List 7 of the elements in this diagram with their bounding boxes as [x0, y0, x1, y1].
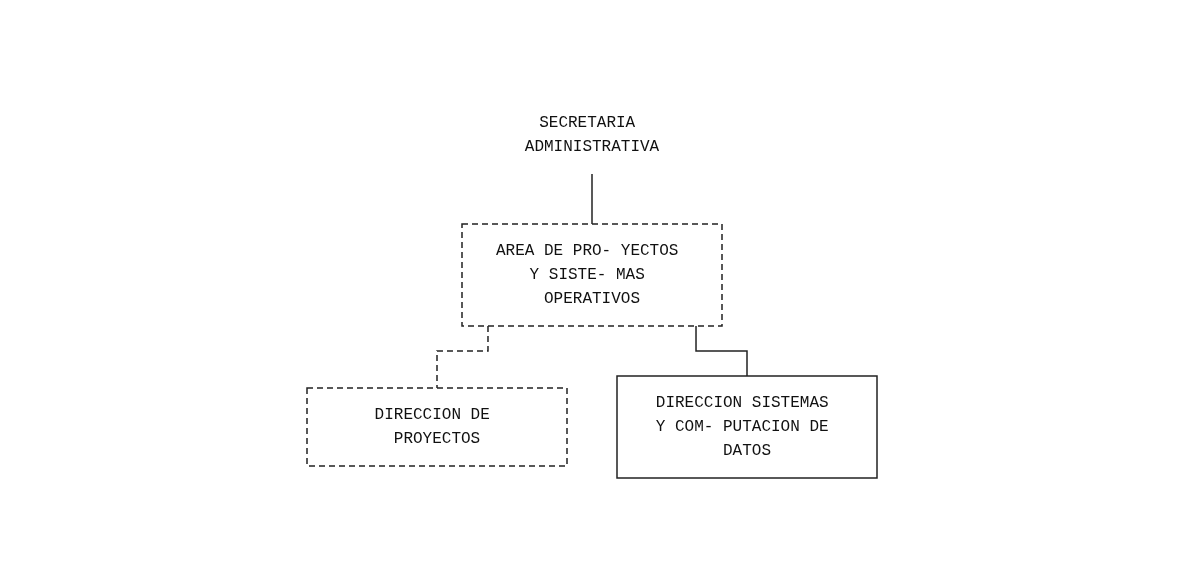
connector — [695, 325, 748, 377]
node-box: AREA DE PRO- YECTOS Y SISTE- MAS OPERATIVOS — [461, 223, 723, 327]
connector — [591, 173, 593, 225]
connector — [436, 325, 489, 389]
node-text: SECRETARIA ADMINISTRATIVA — [524, 114, 660, 156]
node-box: DIRECCION SISTEMAS Y COM- PUTACION DE DATOS — [616, 375, 878, 479]
node-box: DIRECCION DE PROYECTOS — [306, 387, 568, 467]
